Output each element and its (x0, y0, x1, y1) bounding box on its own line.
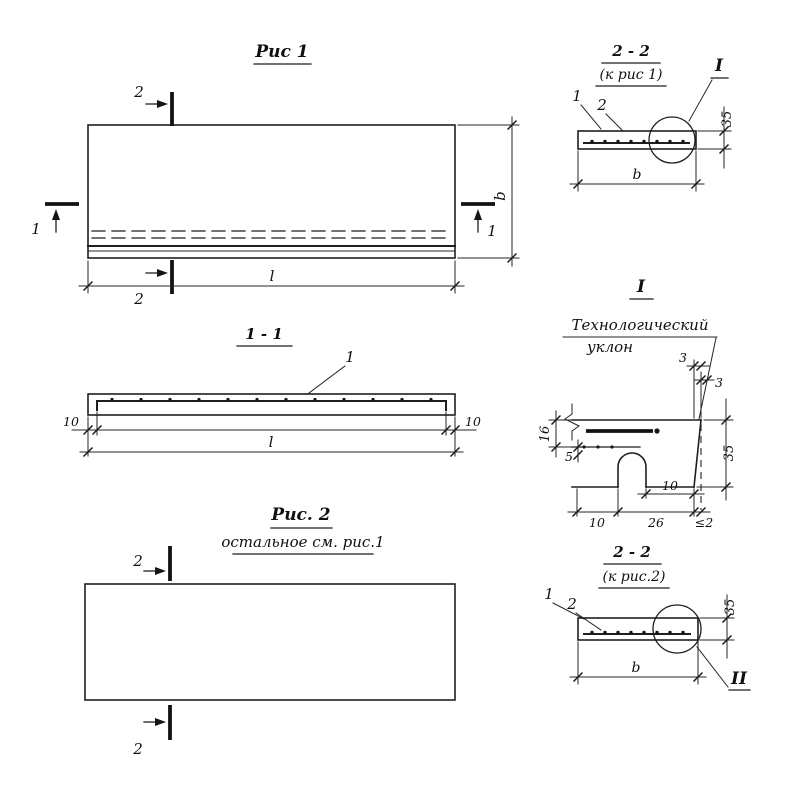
sec22b-dim-b-label: b (632, 660, 641, 676)
sec22b-detail-ref-label: II (730, 669, 748, 689)
detail1-dims-bottom: 10 26 ≤2 (567, 488, 713, 530)
fig1-plan: Рис 1 2 2 1 1 (31, 42, 520, 308)
section-arrow-icon (155, 567, 166, 575)
fig1-section-mark-1-left: 1 (31, 202, 79, 238)
sec22b-dimension-width: b (569, 641, 707, 685)
detail-I: I Технологический уклон 3 3 (538, 277, 737, 530)
section-1-1: 1 - 1 1 10 10 l (63, 325, 481, 458)
detail1-dim-35: 35 (696, 398, 737, 501)
sec22b-slab-outline (577, 617, 699, 641)
fig2-title: Рис. 2 (270, 505, 330, 525)
sec11-callout-1-leader (308, 365, 346, 394)
detail1-dim-35-label: 35 (722, 445, 737, 462)
detail1-dim-3-lower: 3 (694, 374, 723, 390)
fig1-mark1-right-label: 1 (487, 222, 497, 240)
sec11-rebar-dots (110, 397, 433, 402)
fig2-mark2-bottom-label: 2 (132, 740, 143, 758)
sec22b-callout-2: 2 (566, 595, 577, 613)
detail1-note-line1: Технологический (572, 316, 709, 334)
fig2-section-mark-2-bottom: 2 (132, 705, 172, 758)
section-arrow-icon (157, 100, 168, 108)
sec22b-detail-circle (652, 604, 702, 654)
fig2-mark2-top-label: 2 (132, 552, 143, 570)
sec11-title: 1 - 1 (245, 325, 283, 343)
sec22a-detail-ref-label: I (714, 56, 724, 76)
detail1-title: I (636, 277, 646, 297)
fig1-dim-length-label: l (270, 267, 275, 285)
detail1-note-line2: уклон (586, 338, 633, 356)
sec22a-callout-1-leader (580, 104, 602, 130)
detail1-dim-3-lower-label: 3 (715, 375, 723, 390)
section-arrow-icon (155, 718, 166, 726)
detail1-dim-5: 5 (565, 439, 584, 464)
detail1-dim-26-label: 26 (647, 515, 664, 530)
detail1-slope-edge (693, 419, 702, 488)
sec22b-dimension-thickness: 35 (699, 594, 738, 659)
detail1-dim-10-mid-label: 10 (662, 478, 678, 493)
fig1-section-mark-2-top: 2 (133, 83, 174, 126)
sec22a-detail-leader (688, 79, 713, 122)
sec11-dim-10-left-label: 10 (63, 414, 79, 429)
sec11-callout-1: 1 (345, 348, 355, 366)
fig1-mark2-top-label: 2 (133, 83, 144, 101)
detail1-rebar-end-dot (654, 428, 660, 434)
fig1-dim-width-label: b (491, 191, 509, 201)
fig2-subtitle: остальное см. рис.1 (221, 533, 384, 551)
sec22a-dimension-width: b (569, 150, 705, 192)
section-arrow-icon (52, 209, 60, 220)
sec22a-rebar-dots (590, 139, 685, 144)
detail1-dim-le2-label: ≤2 (695, 515, 713, 530)
fig2-plan: Рис. 2 остальное см. рис.1 2 2 (84, 505, 456, 758)
sec22a-subtitle: (к рис 1) (600, 67, 663, 83)
sec11-dim-10-right-label: 10 (465, 414, 481, 429)
sec22b-dim-35-label: 35 (723, 599, 738, 616)
fig1-section-mark-2-bottom: 2 (133, 260, 174, 308)
sec22b-detail-leader (696, 646, 729, 688)
fig1-dimension-width: b (457, 116, 520, 267)
fig1-slab-outline (87, 124, 456, 259)
detail1-mesh-dots (582, 445, 614, 449)
section-2-2-fig1: 2 - 2 (к рис 1) I 1 2 35 b (569, 42, 735, 192)
sec22a-title: 2 - 2 (611, 42, 650, 60)
sec22b-subtitle: (к рис.2) (603, 569, 666, 585)
section-2-2-fig2: 2 - 2 (к рис.2) 1 2 35 b II (544, 543, 751, 691)
sec22a-callout-2: 2 (596, 96, 607, 114)
sec22a-dim-b-label: b (633, 167, 642, 183)
sec22a-slab-outline (577, 130, 697, 150)
sec22a-callout-2-leader (605, 113, 624, 132)
sec22b-title: 2 - 2 (612, 543, 651, 561)
sec22a-dim-35-label: 35 (720, 111, 735, 128)
section-arrow-icon (157, 269, 168, 277)
detail1-dim-3-upper: 3 (679, 350, 710, 419)
detail1-break-symbol (564, 403, 580, 441)
detail1-dim-16-label: 16 (538, 426, 553, 443)
fig1-title: Рис 1 (254, 42, 308, 62)
sec11-dim-length-label: l (269, 433, 274, 451)
sec22b-callout-2-leader (575, 612, 602, 631)
fig1-mark1-left-label: 1 (31, 220, 41, 238)
sec22a-callout-1: 1 (572, 87, 582, 105)
detail1-slot (617, 452, 647, 488)
detail1-dim-5-label: 5 (565, 449, 573, 464)
section-arrow-icon (474, 209, 482, 220)
detail1-dim-16: 16 (538, 410, 573, 458)
sec22b-callout-1-leader (552, 602, 585, 620)
sec22b-rebar-dots (590, 630, 685, 635)
detail1-dim-3-upper-label: 3 (679, 350, 687, 365)
fig1-section-mark-1-right: 1 (461, 202, 497, 240)
detail1-dim-10-bottom-label: 10 (589, 515, 605, 530)
fig2-section-mark-2-top: 2 (132, 546, 172, 581)
fig2-slab-outline (84, 583, 456, 701)
sec11-rebar-end-hooks (96, 400, 447, 411)
fig1-dimension-length: l (78, 260, 465, 294)
fig1-mark2-bottom-label: 2 (133, 290, 144, 308)
sec22a-detail-circle (648, 116, 696, 164)
sec11-dimensions: 10 10 l (63, 411, 481, 458)
sec22a-dimension-thickness: 35 (697, 106, 735, 169)
sec11-slab-outline (87, 393, 456, 416)
sec22b-callout-1: 1 (544, 585, 554, 603)
